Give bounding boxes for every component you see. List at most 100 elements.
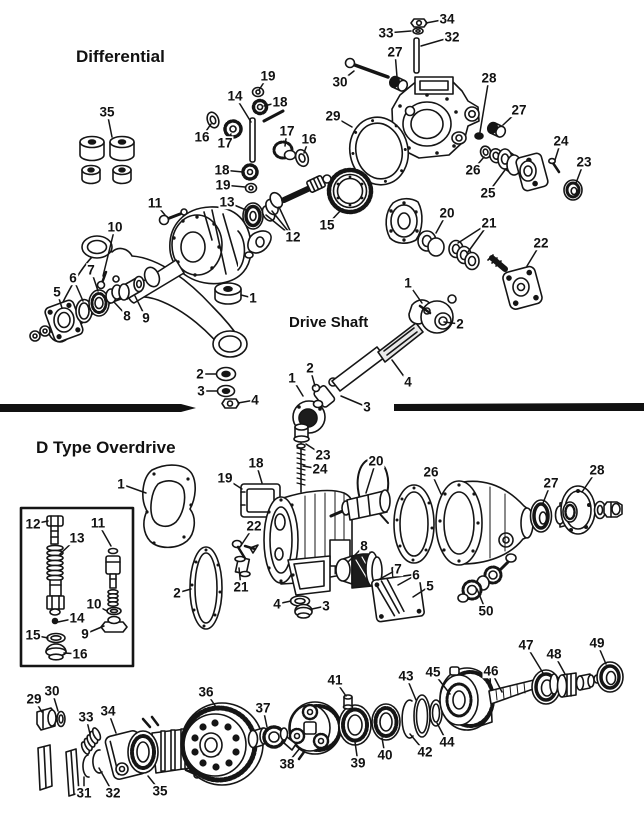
od-speedo-gear-48 bbox=[556, 672, 601, 698]
od-gasket-2 bbox=[189, 546, 223, 630]
leader-line-differential-14 bbox=[234, 95, 252, 123]
leader-line-differential-24 bbox=[554, 140, 562, 161]
od-coupling-flange-28 bbox=[554, 485, 623, 535]
leader-line-differential-32 bbox=[420, 36, 453, 47]
leader-line-differential-23 bbox=[575, 161, 585, 184]
leader-line-differential-8 bbox=[113, 301, 128, 317]
od-front-bearing-49 bbox=[596, 661, 624, 693]
spider-gear-cluster bbox=[206, 86, 310, 194]
leader-line-d_type_overdrive-37 bbox=[262, 707, 268, 728]
leader-line-d_type_overdrive-47 bbox=[525, 644, 544, 674]
leader-line-d_type_overdrive-41 bbox=[334, 679, 347, 697]
leader-line-differential-33 bbox=[385, 30, 412, 34]
hub-flange-cluster bbox=[29, 270, 145, 343]
leader-line-differential-22 bbox=[526, 242, 542, 267]
leader-line-differential-21 bbox=[457, 222, 490, 244]
od-solenoid-cover-plate-5-6 bbox=[371, 565, 425, 623]
od-thrust-bearing-39 bbox=[338, 704, 372, 746]
leader-line-drive_shaft-4 bbox=[391, 359, 409, 383]
leader-line-differential-27 bbox=[502, 109, 520, 126]
leader-line-d_type_overdrive-24 bbox=[302, 465, 321, 470]
od-plug-and-spring bbox=[293, 423, 310, 493]
od-operating-valve-20 bbox=[329, 458, 391, 524]
leader-line-d_type_overdrive-44 bbox=[436, 722, 448, 743]
leader-line-d_type_overdrive-11 bbox=[97, 522, 112, 547]
leader-line-d_type_overdrive-23 bbox=[305, 443, 324, 456]
leader-line-differential-13 bbox=[226, 201, 247, 211]
leader-line-differential-27 bbox=[394, 51, 398, 78]
od-rear-bearing-47 bbox=[531, 669, 561, 705]
leader-line-d_type_overdrive-49 bbox=[596, 642, 607, 665]
leader-line-d_type_overdrive-30 bbox=[51, 690, 59, 712]
od-annulus-36 bbox=[180, 702, 264, 786]
rear-bearing-shims bbox=[385, 197, 480, 271]
leader-line-differential-21 bbox=[467, 222, 490, 253]
leader-line-d_type_overdrive-15 bbox=[32, 634, 49, 639]
leader-line-drive_shaft-2 bbox=[309, 367, 316, 387]
rear-housing bbox=[391, 76, 480, 159]
section-title-d-type-overdrive: D Type Overdrive bbox=[36, 438, 176, 457]
top-fasteners bbox=[344, 18, 507, 140]
leader-line-differential-18 bbox=[221, 169, 244, 173]
rubber-mounts-35 bbox=[79, 135, 135, 185]
od-speedo-drive-50 bbox=[457, 553, 517, 603]
leader-line-d_type_overdrive-18 bbox=[255, 462, 263, 484]
od-gasket-26 bbox=[393, 484, 435, 564]
od-accumulator-cover bbox=[240, 483, 281, 518]
carrier-bolt-11 bbox=[158, 208, 188, 226]
od-filter-plug-29-30 bbox=[36, 707, 66, 731]
leader-line-d_type_overdrive-19 bbox=[224, 477, 243, 490]
axle-shaft-22 bbox=[487, 254, 543, 310]
leader-line-differential-19 bbox=[222, 184, 246, 188]
od-relief-valve-assembly bbox=[45, 515, 67, 661]
leader-line-d_type_overdrive-12 bbox=[32, 520, 49, 525]
leader-line-differential-20 bbox=[435, 212, 448, 234]
leader-line-differential-11 bbox=[154, 202, 166, 216]
od-pump-parts bbox=[231, 539, 257, 578]
leader-line-d_type_overdrive-16 bbox=[63, 652, 81, 655]
leader-line-differential-26 bbox=[472, 156, 485, 171]
leader-line-d_type_overdrive-32 bbox=[98, 767, 114, 794]
leader-line-differential-30 bbox=[339, 70, 355, 83]
leader-line-differential-25 bbox=[487, 169, 506, 194]
crown-wheel-15 bbox=[326, 167, 374, 215]
od-rear-case bbox=[435, 480, 534, 566]
leader-line-differential-16 bbox=[303, 138, 310, 154]
od-rings-42-43-44 bbox=[401, 694, 443, 739]
leader-line-differential-34 bbox=[425, 18, 448, 24]
leader-line-d_type_overdrive-2 bbox=[176, 588, 192, 594]
leader-line-d_type_overdrive-14 bbox=[57, 617, 78, 623]
od-oil-seal-27 bbox=[529, 499, 553, 533]
leader-line-drive_shaft-3 bbox=[340, 395, 368, 408]
axle-small-parts bbox=[214, 282, 242, 409]
leader-line-d_type_overdrive-38 bbox=[286, 747, 301, 765]
gasket-ring-29 bbox=[348, 116, 410, 186]
leader-line-differential-15 bbox=[326, 208, 343, 226]
section-title-drive-shaft: Drive Shaft bbox=[289, 314, 369, 331]
leader-line-d_type_overdrive-43 bbox=[405, 675, 417, 701]
leader-line-d_type_overdrive-9 bbox=[84, 625, 105, 635]
leader-line-d_type_overdrive-33 bbox=[85, 716, 91, 735]
leader-line-differential-10 bbox=[102, 226, 116, 277]
pinion-bearing-group bbox=[479, 145, 583, 201]
od-clutch-hub-shaft-45-46 bbox=[439, 666, 537, 731]
leader-line-drive_shaft-1 bbox=[407, 282, 423, 304]
od-gasket-1 bbox=[142, 464, 196, 549]
leader-line-d_type_overdrive-48 bbox=[553, 653, 566, 675]
leader-line-d_type_overdrive-29 bbox=[33, 698, 43, 713]
leader-line-drive_shaft-1 bbox=[291, 377, 304, 397]
leader-line-d_type_overdrive-10 bbox=[93, 603, 108, 612]
leader-line-d_type_overdrive-34 bbox=[107, 710, 117, 734]
leader-line-d_type_overdrive-35 bbox=[147, 775, 161, 792]
leader-line-d_type_overdrive-1 bbox=[120, 483, 147, 494]
od-planet-carrier-38 bbox=[283, 701, 342, 761]
od-solenoid-8-7 bbox=[335, 551, 383, 589]
differential-carrier bbox=[169, 206, 252, 285]
leader-line-differential-4 bbox=[237, 399, 256, 404]
od-uni-clutch-40 bbox=[371, 703, 401, 741]
leader-line-d_type_overdrive-28 bbox=[581, 469, 598, 493]
leader-line-d_type_overdrive-26 bbox=[430, 471, 442, 495]
section-title-differential: Differential bbox=[76, 47, 165, 66]
